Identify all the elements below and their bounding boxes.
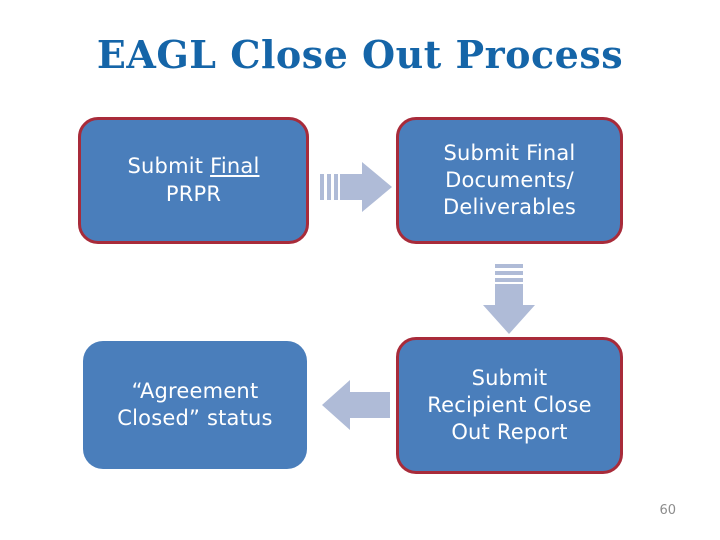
label-underlined-final: Final bbox=[210, 154, 260, 179]
process-box-label: “Agreement Closed” status bbox=[117, 378, 273, 430]
label-prefix: Submit bbox=[127, 154, 211, 179]
process-box-submit-final-documents[interactable]: Submit Final Documents/ Deliverables bbox=[396, 117, 623, 244]
process-box-label: Submit Recipient Close Out Report bbox=[427, 365, 592, 445]
process-box-agreement-closed-status[interactable]: “Agreement Closed” status bbox=[83, 341, 307, 469]
label-line2: PRPR bbox=[165, 181, 222, 206]
page-title: EAGL Close Out Process bbox=[96, 32, 624, 77]
process-box-submit-recipient-close-out-report[interactable]: Submit Recipient Close Out Report bbox=[396, 337, 623, 474]
arrow-right-striped-icon bbox=[320, 160, 394, 214]
arrow-down-striped-icon bbox=[480, 264, 538, 336]
process-box-label: Submit Final Documents/ Deliverables bbox=[442, 140, 577, 220]
arrow-left-icon bbox=[322, 378, 392, 432]
page-number: 60 bbox=[659, 503, 676, 518]
